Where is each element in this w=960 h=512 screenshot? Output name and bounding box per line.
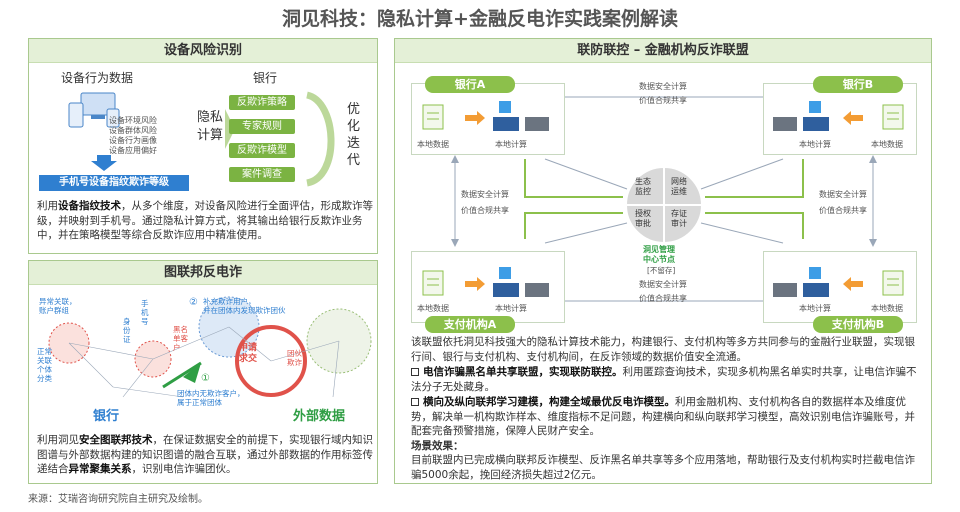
link-left-1: 数据安全计算 <box>461 190 509 199</box>
bank-a-label: 银行A <box>425 76 515 93</box>
alliance-heading: 联防联控 – 金融机构反诈联盟 <box>395 39 931 63</box>
scene-text: 目前联盟内已完成横向联邦反诈模型、反诈黑名单共享等多个应用落地，帮助银行及支付机… <box>411 454 915 481</box>
center-audit: 存证 审计 <box>671 209 687 228</box>
pay-b-local-compute: 本地计算 <box>799 304 831 313</box>
alliance-connections <box>451 93 877 305</box>
blacklist-label: 黑名 单客 户 <box>173 325 188 352</box>
cycle-arrow-icon <box>305 91 335 187</box>
scene-title: 场景效果： <box>411 440 464 452</box>
normal-group-label: 正常 关联 个体 分类 <box>37 347 52 383</box>
supplement-label: 补充欺诈用户， 并在团体内发现欺诈团伙 <box>203 297 286 315</box>
behavior-item-3: 设备行为画像 <box>109 136 157 145</box>
device-risk-panel: 设备风险识别 设备行为数据 设备环境风险 设备群体风险 设备行为画像 设备应用偏… <box>28 38 378 254</box>
link-top-2: 价值合规共享 <box>639 96 687 105</box>
bank-item-3: 反欺诈模型 <box>229 143 295 158</box>
center-node-sub: [不留存] <box>647 266 676 275</box>
source-note: 来源：艾瑞咨询研究院自主研究及绘制。 <box>28 494 208 505</box>
bank-title: 银行 <box>253 71 278 85</box>
alliance-point-2: 横向及纵向联邦学习建模，构建全域最优反电诈模型。利用金融机构、支付机构各自的数据… <box>411 396 915 437</box>
graph-description: 利用洞见安全图联邦技术，在保证数据安全的前提下，实现银行域内知识图谱与外部数据构… <box>37 434 373 475</box>
marker-2: ② <box>189 297 198 308</box>
bank-b-icons <box>773 101 904 131</box>
bank-b-local-data: 本地数据 <box>871 140 903 149</box>
link-right-2: 价值合规共享 <box>819 206 867 215</box>
device-description: 利用设备指纹技术，从多个维度，对设备风险进行全面评估，形成欺诈等级，并映射到手机… <box>37 200 373 241</box>
behavior-item-2: 设备群体风险 <box>109 126 157 135</box>
graph-bank-label: 银行 <box>93 409 120 424</box>
pay-a-local-data: 本地数据 <box>417 304 449 313</box>
bank-item-2: 专家规则 <box>229 119 295 134</box>
center-auth: 授权 审批 <box>635 209 651 228</box>
gang-label: 团伙 欺诈 <box>287 349 302 367</box>
behavior-item-4: 设备应用偏好 <box>109 146 157 155</box>
graph-network-illustration <box>48 296 372 398</box>
bank-b-local-compute: 本地计算 <box>799 140 831 149</box>
device-risk-heading: 设备风险识别 <box>29 39 377 63</box>
center-network: 网络 运维 <box>671 177 687 196</box>
behavior-item-1: 设备环境风险 <box>109 116 157 125</box>
bank-a-icons <box>422 101 549 131</box>
inner-group-label: 团体内无欺诈客户， 属于正常团体 <box>177 389 245 407</box>
alliance-intro: 该联盟依托洞见科技强大的隐私计算技术能力，构建银行、支付机构等多方共同参与的金融… <box>411 336 915 363</box>
pay-b-label: 支付机构B <box>813 316 903 333</box>
alliance-point-1: 电信诈骗黑名单共享联盟，实现联防联控。利用匿踪查询技术，实现多机构黑名单实时共享… <box>411 366 917 393</box>
bank-item-4: 案件调查 <box>229 167 295 182</box>
graph-external-label: 外部数据 <box>293 409 346 424</box>
link-top-1: 数据安全计算 <box>639 82 687 91</box>
link-bottom-2: 价值合规共享 <box>639 294 687 303</box>
bank-b-label: 银行B <box>813 76 903 93</box>
device-level-bar: 手机号设备指纹欺诈等级 <box>39 175 189 191</box>
pay-a-label: 支付机构A <box>425 316 515 333</box>
center-ecology: 生态 监控 <box>635 177 651 196</box>
pay-b-local-data: 本地数据 <box>871 304 903 313</box>
phone-label: 手 机 号 <box>141 299 149 326</box>
bullet-box-icon <box>411 368 419 376</box>
marker-1: ① <box>201 373 210 384</box>
bank-a-local-data: 本地数据 <box>417 140 449 149</box>
bank-item-1: 反欺诈策略 <box>229 95 295 110</box>
abnormal-group-label: 异常关联， 账户群组 <box>39 297 77 315</box>
link-right-1: 数据安全计算 <box>819 190 867 199</box>
graph-federation-panel: 图联邦反电诈 异常关联， 账户群组 正常 关联 个体 分类 手 机 号 身 份 … <box>28 260 378 484</box>
graph-federation-heading: 图联邦反电诈 <box>29 261 377 285</box>
page-title: 洞见科技：隐私计算+金融反电诈实践案例解读 <box>282 8 678 30</box>
request-label: 申请 求交 <box>239 343 258 364</box>
link-bottom-1: 数据安全计算 <box>639 280 687 289</box>
down-arrow-icon <box>91 155 117 171</box>
center-node-label: 洞见管理 中心节点 <box>643 245 675 264</box>
link-left-2: 价值合规共享 <box>461 206 509 215</box>
pay-a-icons <box>422 267 549 297</box>
devices-icon <box>68 92 120 128</box>
privacy-compute-label: 隐私 计算 <box>197 110 224 143</box>
pay-a-local-compute: 本地计算 <box>495 304 527 313</box>
bullet-box-icon <box>411 398 419 406</box>
behavior-title: 设备行为数据 <box>61 71 134 85</box>
iterate-label: 优 化 迭 代 <box>347 102 361 168</box>
alliance-panel: 联防联控 – 金融机构反诈联盟 银行A <box>394 38 932 484</box>
id-card-label: 身 份 证 <box>123 317 131 344</box>
pay-b-icons <box>773 267 904 297</box>
bank-a-local-compute: 本地计算 <box>495 140 527 149</box>
